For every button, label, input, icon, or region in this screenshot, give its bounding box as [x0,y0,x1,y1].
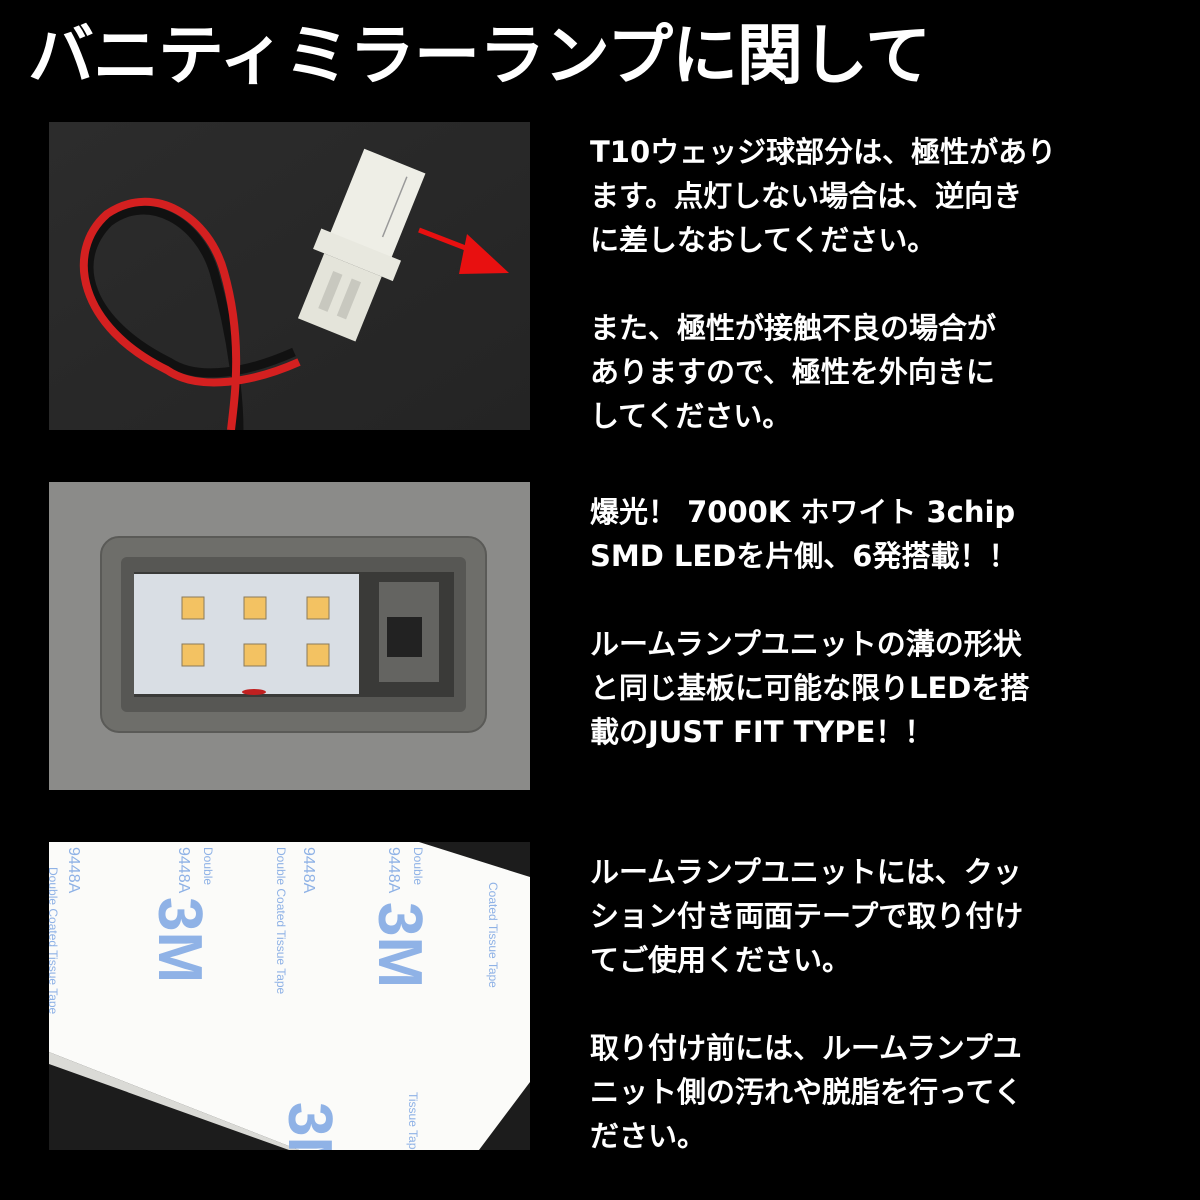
svg-text:Double Coated Tissue Tape: Double Coated Tissue Tape [49,867,60,1015]
polarity-description: T10ウェッジ球部分は、極性があり ます。点灯しない場合は、逆向き に差しなおし… [590,130,1180,438]
text-line: ニット側の汚れや脱脂を行ってく [590,1075,1023,1109]
page-title: バニティミラーランプに関して [28,17,931,94]
installation-description: ルームランプユニットには、クッ ション付き両面テープで取り付け てご使用ください… [590,850,1180,1158]
text-line: SMD LEDを片側、6発搭載！！ [590,539,1018,573]
text-line: また、極性が接触不良の場合が [590,311,997,345]
text-line: 取り付け前には、ルームランプユ [590,1031,1022,1065]
text-line: と同じ基板に可能な限りLEDを搭 [590,671,1030,705]
3m-double-sided-tape-photo: 3M 3M 3M 9448A Double Coated Tissue Tape… [49,842,530,1150]
text-line: T10ウェッジ球部分は、極性があり [590,135,1057,169]
svg-text:9448A: 9448A [300,847,317,894]
svg-text:Double: Double [201,847,215,885]
text-line: てご使用ください。 [590,943,852,977]
svg-text:Tissue Tape: Tissue Tape [406,1092,420,1150]
text-line: に差しなおしてください。 [590,223,937,257]
svg-text:9448A: 9448A [385,847,402,894]
svg-text:9448A: 9448A [175,847,192,894]
svg-text:3M: 3M [275,1102,344,1150]
text-line: ルームランプユニットの溝の形状 [590,627,1022,661]
text-line: ます。点灯しない場合は、逆向き [590,179,1023,213]
text-line: 爆光！ 7000K ホワイト 3chip [590,495,1016,529]
svg-text:Coated Tissue Tape: Coated Tissue Tape [486,882,500,988]
text-line: ださい。 [590,1119,707,1153]
t10-wedge-connector-photo [49,122,530,430]
text-line: ルームランプユニットには、クッ [590,855,1022,889]
led-spec-description: 爆光！ 7000K ホワイト 3chip SMD LEDを片側、6発搭載！！ ル… [590,490,1180,754]
svg-text:9448A: 9448A [65,847,82,894]
led-board-photo [49,482,530,790]
text-line: 載のJUST FIT TYPE！！ [590,715,934,749]
text-line: してください。 [590,399,792,433]
text-line: ありますので、極性を外向きに [590,355,995,389]
text-line: ション付き両面テープで取り付け [590,899,1024,933]
svg-text:3M: 3M [145,897,214,983]
svg-text:3M: 3M [365,902,434,988]
svg-text:Double: Double [411,847,425,885]
svg-text:Double Coated Tissue Tape: Double Coated Tissue Tape [274,847,288,995]
